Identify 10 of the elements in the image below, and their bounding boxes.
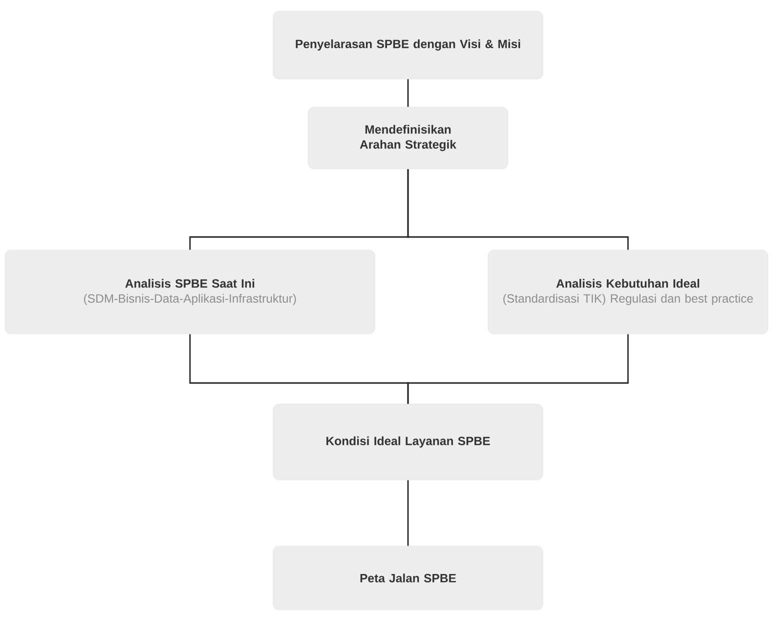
process-box: Analisis SPBE Saat Ini (SDM-Bisnis-Data-Aplikasi-Infrastruktur) (4, 250, 376, 334)
connector-line (407, 480, 409, 546)
connector-line (407, 169, 629, 250)
process-box: Penyelarasan SPBE dengan Visi & Misi (272, 10, 544, 80)
connector-line (407, 334, 629, 404)
connector-line (407, 79, 409, 107)
process-box: Kondisi Ideal Layanan SPBE (272, 404, 544, 480)
process-box: Analisis Kebutuhan Ideal (Standardisasi TIK) Regulasi dan best practice (488, 250, 768, 334)
process-box: Peta Jalan SPBE (272, 546, 544, 610)
process-box: Mendefinisikan Arahan Strategik (308, 106, 508, 170)
